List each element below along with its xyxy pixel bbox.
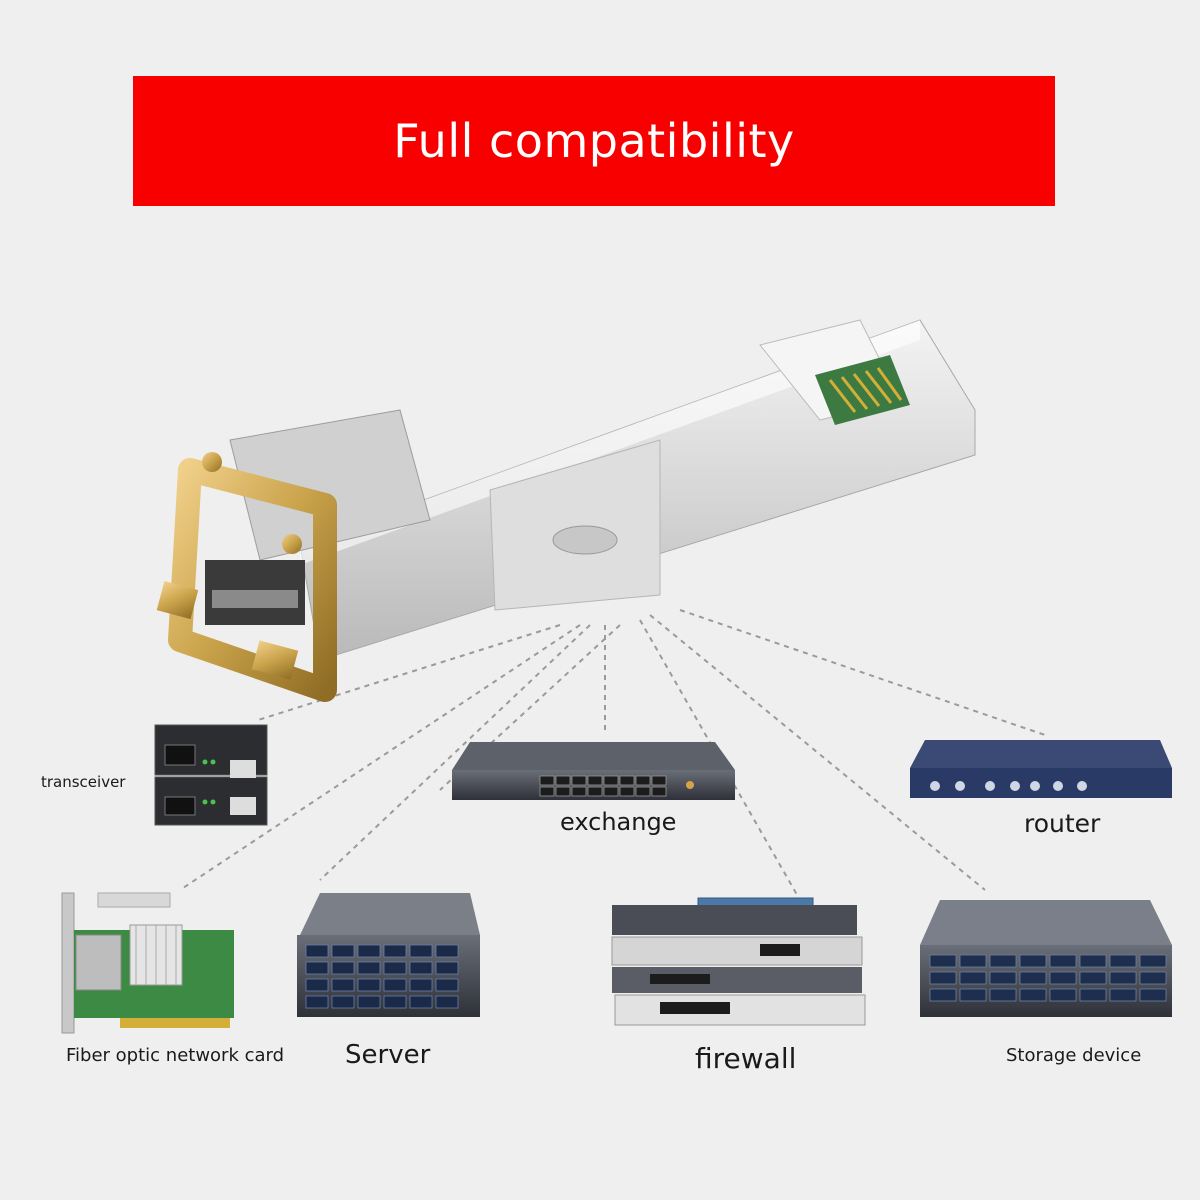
- firewall-stack-icon: [611, 897, 866, 1026]
- media-converter-icon: [154, 724, 268, 826]
- label-server: Server: [345, 1040, 431, 1070]
- label-transceiver: transceiver: [41, 773, 126, 791]
- label-exchange: exchange: [560, 808, 677, 836]
- title-banner: Full compatibility: [133, 76, 1055, 206]
- banner-title: Full compatibility: [393, 114, 795, 168]
- network-switch-icon: [452, 742, 735, 800]
- label-router: router: [1024, 809, 1101, 838]
- router-icon: [910, 740, 1172, 798]
- label-network-card: Fiber optic network card: [66, 1045, 285, 1066]
- server-icon: [297, 893, 480, 1017]
- sfp-module-icon: [156, 319, 976, 702]
- storage-array-icon: [920, 900, 1172, 1017]
- network-card-icon: [61, 892, 234, 1034]
- label-firewall: firewall: [695, 1042, 797, 1075]
- label-storage-device: Storage device: [1006, 1045, 1142, 1066]
